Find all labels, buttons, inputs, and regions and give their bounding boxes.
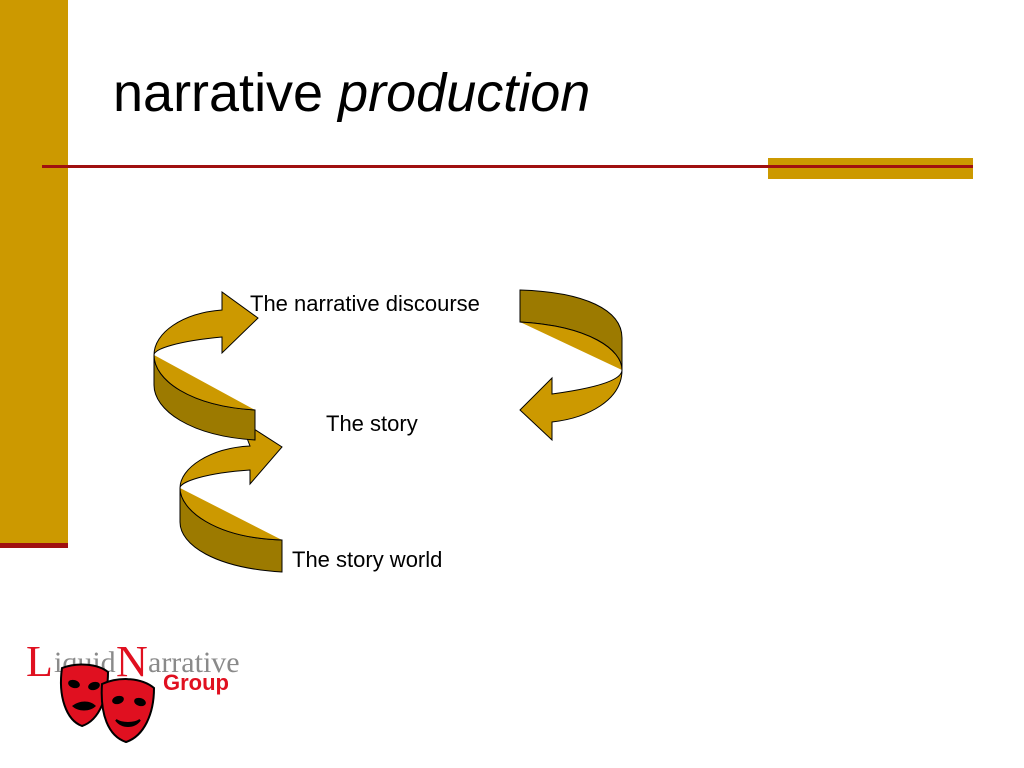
left-accent-bar	[0, 0, 68, 545]
liquid-narrative-group-logo: L iquid N arrative Group	[20, 634, 270, 744]
node-narrative-discourse: The narrative discourse	[250, 291, 480, 316]
logo-word-arrative: arrative	[148, 646, 240, 679]
title-underline-accent	[768, 158, 973, 179]
title-underline	[42, 165, 972, 168]
logo-word-group: Group	[163, 670, 229, 695]
title-underline-accent-line	[768, 165, 973, 168]
logo-letter-n: N	[116, 637, 148, 686]
arrow-discourse-to-story	[519, 289, 623, 442]
title-word-normal: narrative	[113, 63, 324, 123]
slide-title: narrative production	[113, 62, 590, 124]
theater-masks-icon	[60, 663, 156, 744]
node-story: The story	[326, 411, 418, 436]
node-story-world: The story world	[292, 547, 443, 572]
arrow-story-to-discourse	[153, 291, 259, 441]
arrow-story-world-to-story	[179, 418, 283, 573]
logo-letter-l: L	[26, 637, 53, 686]
title-word-italic: production	[338, 63, 591, 123]
left-accent-bar-edge	[0, 543, 68, 548]
